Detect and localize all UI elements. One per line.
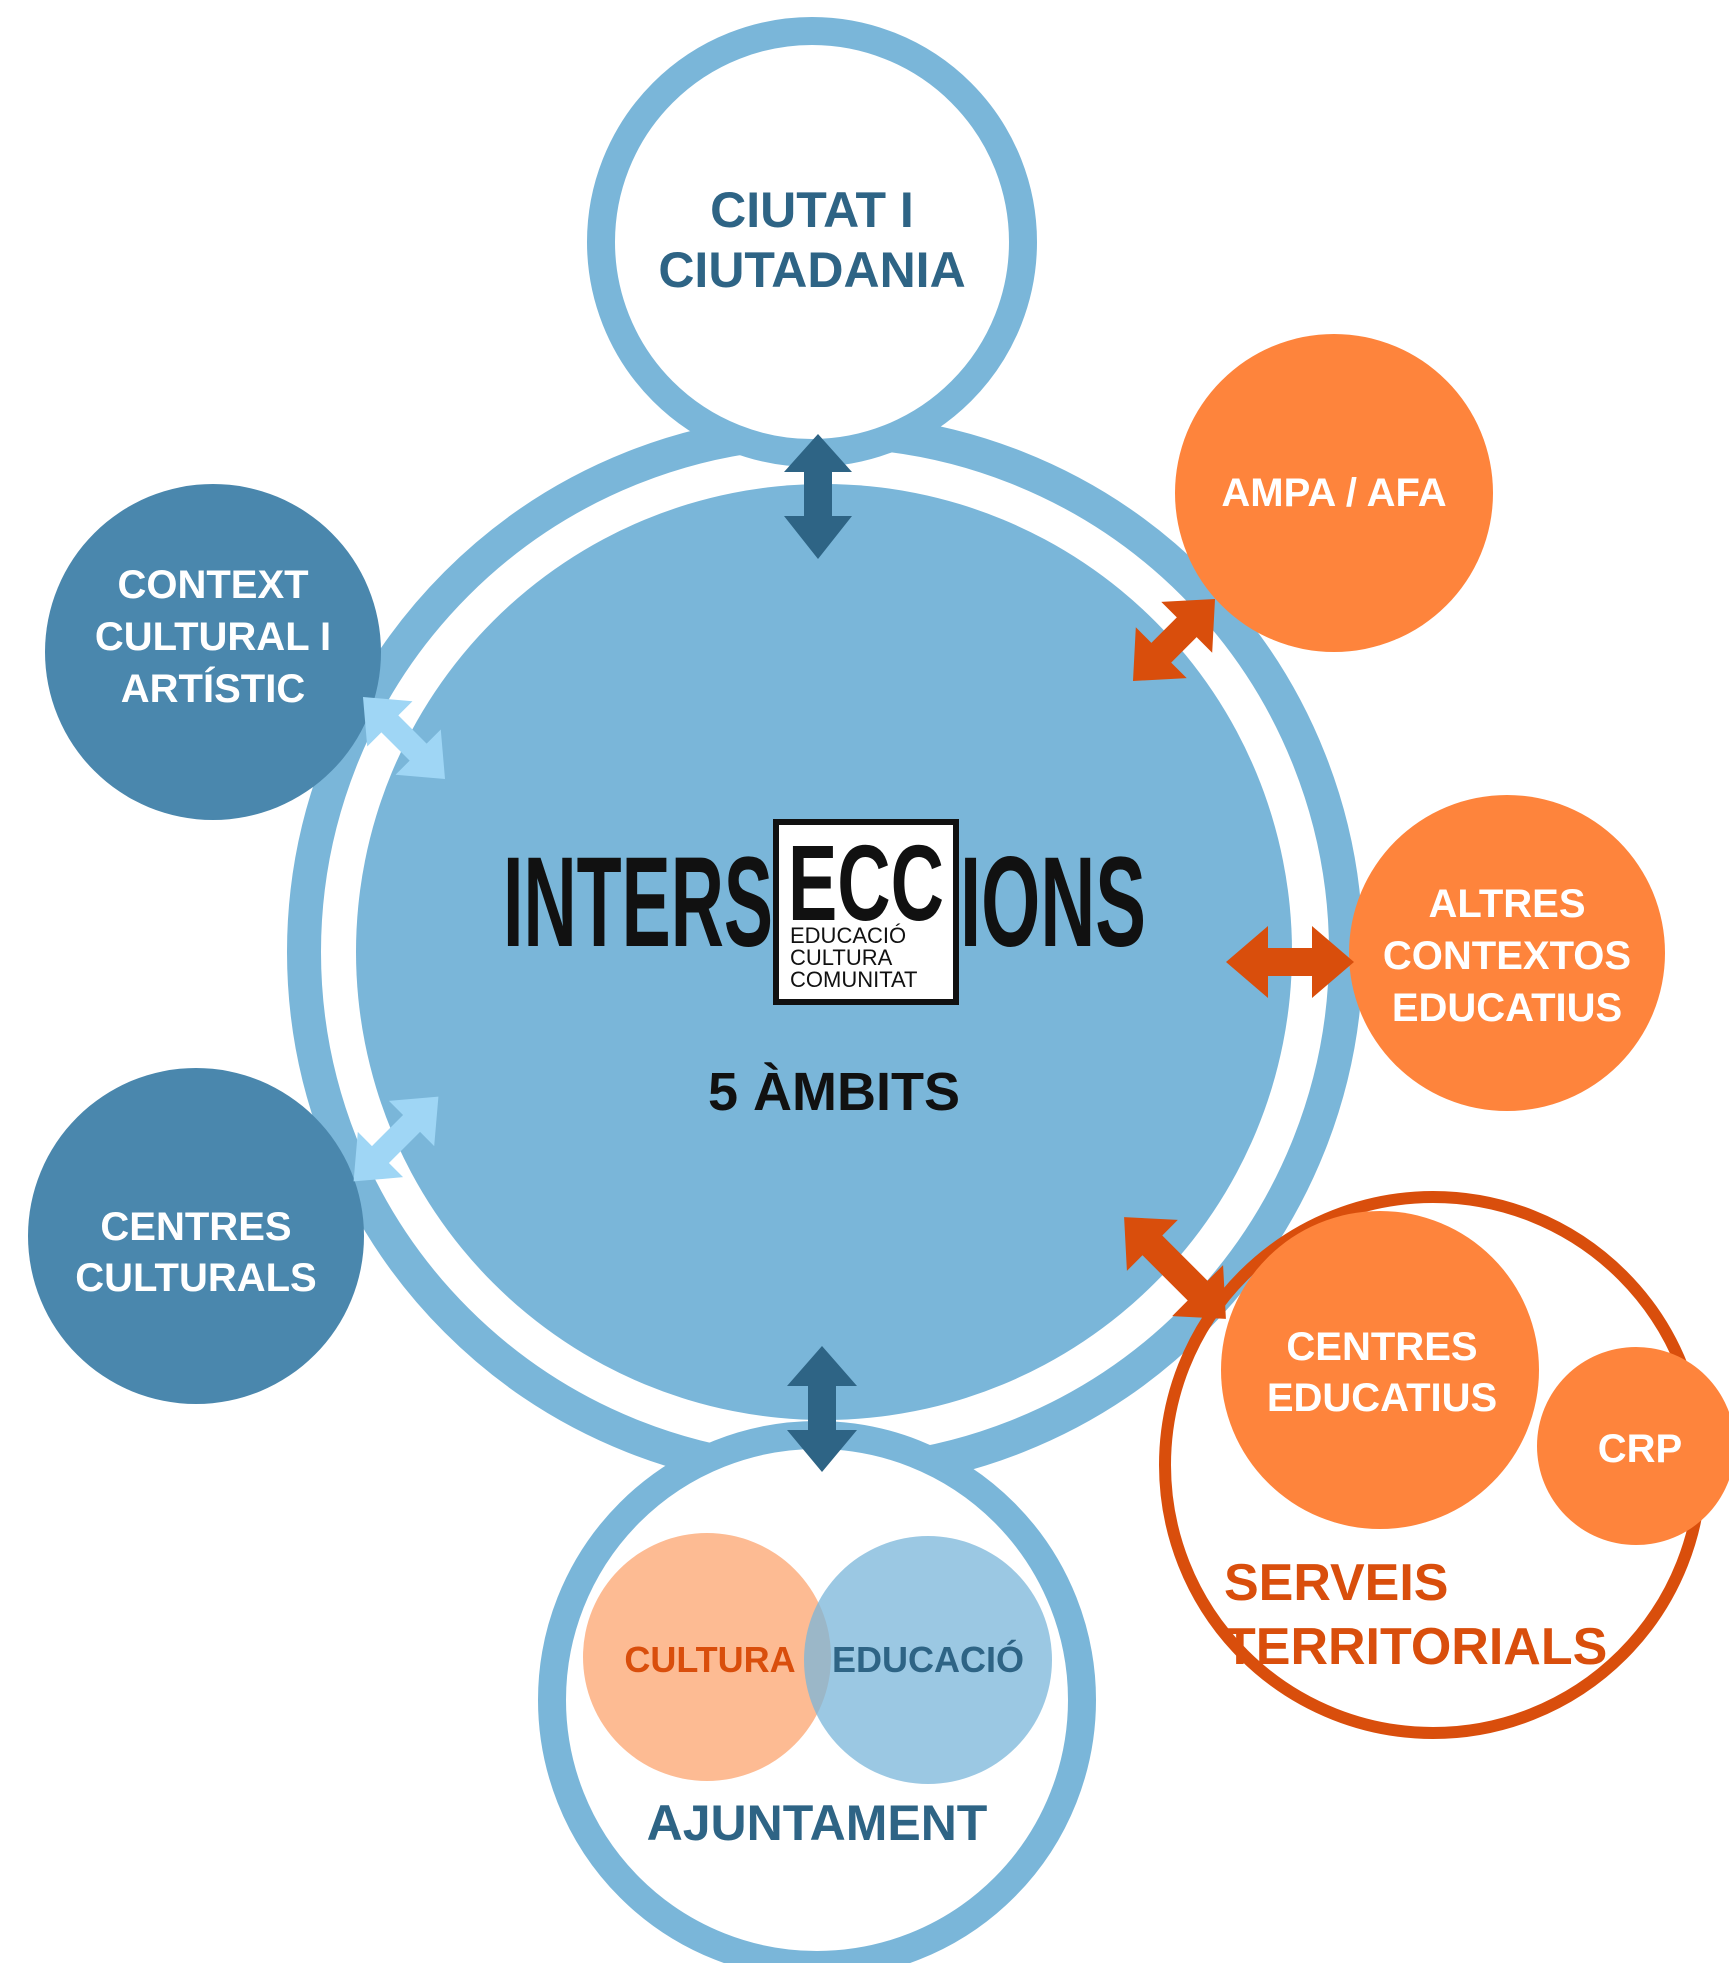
venn-cultura-label: CULTURA (624, 1639, 795, 1680)
logo-box (773, 819, 959, 1005)
arrow-centres-educatius (1124, 1217, 1226, 1319)
interseccions-logo: INTERS ECC EDUCACIÓ CULTURA COMUNITAT IO… (503, 819, 1146, 1005)
serveis-label-line1: SERVEIS (1224, 1554, 1448, 1612)
center-subtitle: 5 ÀMBITS (708, 1062, 960, 1122)
logo-sub-line3: COMUNITAT (790, 967, 918, 992)
context-label-line3: ARTÍSTIC (121, 666, 305, 711)
context-label-line1: CONTEXT (117, 563, 308, 607)
centres-educatius-label-line2: EDUCATIUS (1267, 1376, 1497, 1420)
serveis-label-line2: TERRITORIALS (1224, 1618, 1607, 1676)
ampa-label: AMPA / AFA (1221, 471, 1446, 515)
arrow-ampa (1132, 598, 1216, 682)
logo-sub-line2: CULTURA (790, 945, 893, 970)
altres-label-line3: EDUCATIUS (1392, 986, 1622, 1030)
arrow-centres-culturals (353, 1096, 439, 1182)
centres-culturals-circle (28, 1068, 364, 1404)
venn-educacio-circle (804, 1536, 1052, 1784)
logo-word-left: INTERS (503, 831, 773, 974)
arrow-context-cultural (362, 696, 446, 780)
crp-label: CRP (1598, 1427, 1682, 1471)
crp-circle (1537, 1347, 1729, 1545)
ciutat-label-line2: CIUTADANIA (658, 242, 965, 298)
ciutat-label-line1: CIUTAT I (710, 182, 914, 238)
arrow-center-ajuntament (787, 1346, 857, 1472)
venn-educacio-label: EDUCACIÓ (832, 1638, 1024, 1680)
logo-word-right: IONS (960, 831, 1146, 974)
arrow-altres-contextos (1226, 926, 1354, 998)
context-cultural-circle (45, 484, 381, 820)
venn-cultura-circle (583, 1533, 831, 1781)
centres-culturals-label-line1: CENTRES (100, 1205, 291, 1249)
logo-box-letters: ECC (788, 822, 944, 943)
altres-label-line1: ALTRES (1428, 882, 1585, 926)
centres-educatius-label-line1: CENTRES (1286, 1325, 1477, 1369)
altres-label-line2: CONTEXTOS (1383, 934, 1631, 978)
centres-culturals-label-line2: CULTURALS (75, 1256, 316, 1300)
centres-educatius-circle (1221, 1211, 1539, 1529)
context-label-line2: CULTURAL I (95, 615, 331, 659)
ampa-circle (1175, 334, 1493, 652)
logo-sub-line1: EDUCACIÓ (790, 923, 906, 948)
ajuntament-label: AJUNTAMENT (647, 1795, 988, 1851)
altres-contextos-circle (1349, 795, 1665, 1111)
arrow-ciutat-center (784, 434, 852, 559)
